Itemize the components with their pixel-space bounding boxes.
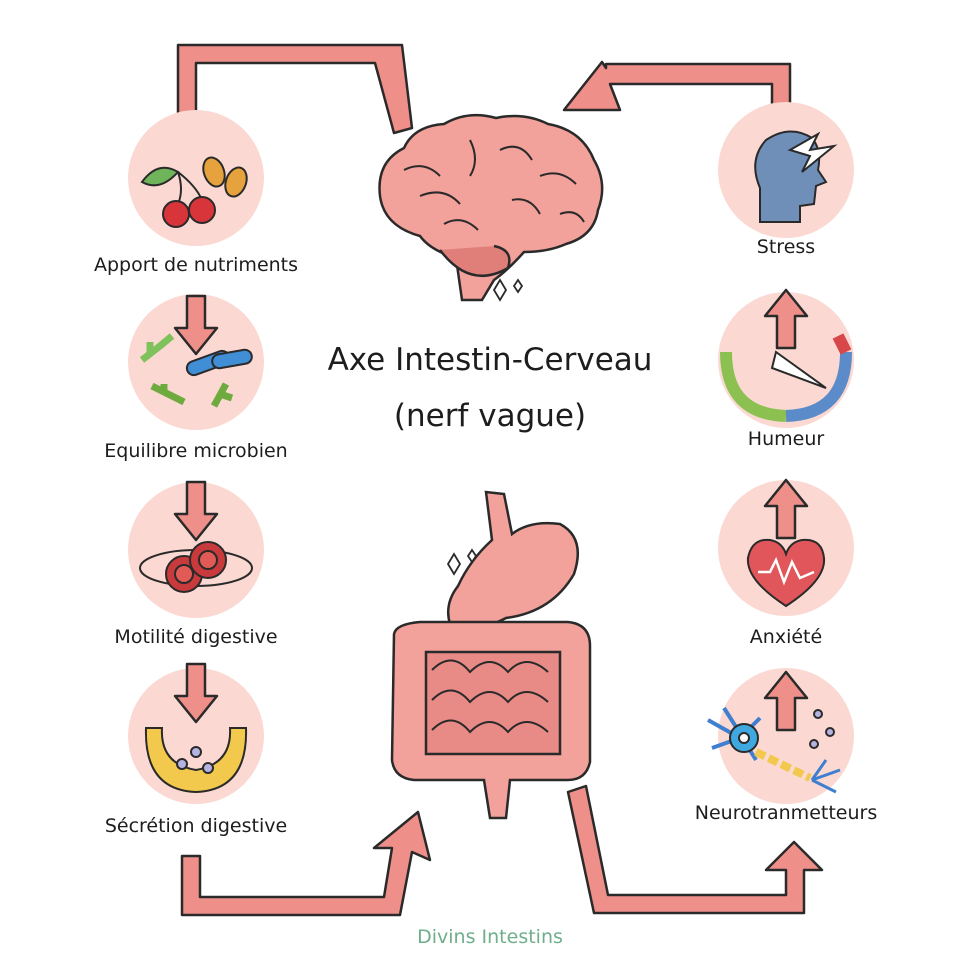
motility-cells-icon <box>139 541 253 593</box>
label-neurotransmitters: Neurotranmetteurs <box>694 802 878 824</box>
circle-nutrients <box>128 110 264 246</box>
label-stress: Stress <box>756 236 816 258</box>
circle-anxiety <box>718 480 854 616</box>
bacteria-icon <box>139 333 253 408</box>
label-motility: Motilité digestive <box>114 626 278 648</box>
label-mood: Humeur <box>747 428 825 450</box>
label-anxiety: Anxiété <box>749 626 823 648</box>
mood-gauge-icon <box>720 333 852 422</box>
digestive-system-icon <box>390 490 592 820</box>
loop-arrow-bottom-right <box>566 784 824 915</box>
heart-pulse-icon <box>746 538 826 608</box>
loop-arrow-top-right <box>562 60 792 122</box>
label-microbial: Equilibre microbien <box>104 440 288 462</box>
diagram-title-line1: Axe Intestin-Cerveau <box>327 342 653 378</box>
footer-brand: Divins Intestins <box>417 926 563 948</box>
loop-arrow-bottom-left <box>180 810 432 917</box>
secretion-icon <box>144 727 248 794</box>
cherries-almonds-icon <box>140 156 248 228</box>
diagram-title-line2: (nerf vague) <box>393 398 587 434</box>
label-nutrients: Apport de nutriments <box>93 254 299 276</box>
head-lightning-icon <box>754 130 838 223</box>
brain-icon <box>378 113 604 302</box>
label-secretion: Sécrétion digestive <box>104 815 288 837</box>
neuron-icon <box>707 706 841 794</box>
